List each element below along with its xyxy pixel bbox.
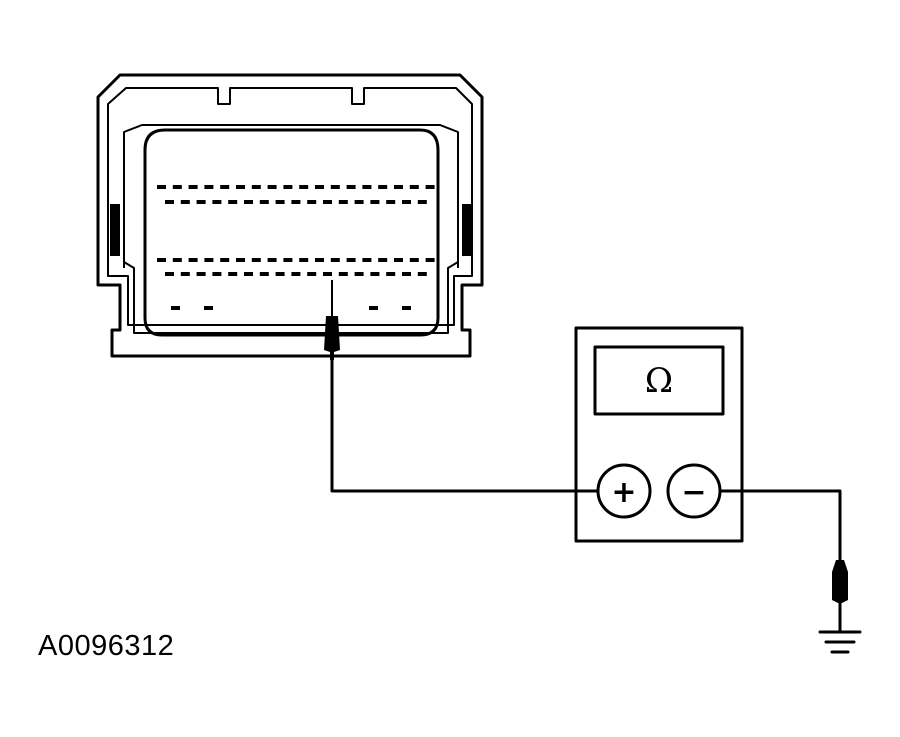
pin-cavity bbox=[196, 200, 206, 204]
pin-cavity bbox=[204, 185, 214, 189]
ohm-symbol: Ω bbox=[645, 361, 673, 401]
pin-cavity bbox=[315, 258, 324, 262]
ground-icon bbox=[818, 630, 862, 654]
pin-cavity bbox=[212, 200, 222, 204]
pin-cavity bbox=[275, 200, 285, 204]
pin-cavity bbox=[323, 200, 332, 204]
pin-cavity bbox=[171, 306, 180, 310]
pin-cavity bbox=[180, 272, 190, 276]
ground-probe-icon bbox=[832, 560, 848, 634]
pin-cavity bbox=[394, 185, 403, 189]
connector-icon bbox=[96, 73, 484, 358]
pin-cavity bbox=[196, 272, 206, 276]
pin-cavity bbox=[425, 258, 435, 262]
pin-cavity bbox=[291, 272, 301, 276]
pin-cavity bbox=[307, 272, 317, 276]
pin-cavity bbox=[378, 185, 388, 189]
pin-cavity bbox=[370, 200, 380, 204]
pin-cavity bbox=[267, 185, 277, 189]
pin-cavity bbox=[346, 185, 356, 189]
pin-cavity bbox=[157, 258, 166, 262]
pin-cavity bbox=[402, 200, 411, 204]
pin-cavity bbox=[275, 272, 285, 276]
positive-terminal bbox=[596, 463, 652, 519]
positive-terminal-label: + bbox=[611, 475, 636, 510]
pin-cavity bbox=[251, 185, 261, 189]
pin-cavity bbox=[283, 185, 293, 189]
test-probe-icon bbox=[324, 280, 340, 360]
pin-cavity bbox=[172, 258, 182, 262]
pin-cavity bbox=[259, 272, 269, 276]
pin-cavity bbox=[315, 185, 324, 189]
pin-cavity bbox=[299, 258, 309, 262]
pin-cavity bbox=[386, 272, 396, 276]
pin-cavity bbox=[283, 258, 293, 262]
ohmmeter: Ω + − bbox=[574, 326, 744, 543]
pin-cavity bbox=[165, 200, 174, 204]
pin-cavity bbox=[180, 200, 190, 204]
pin-cavity bbox=[165, 272, 174, 276]
pin-cavity bbox=[378, 258, 388, 262]
pin-cavity bbox=[236, 258, 245, 262]
pin-cavity bbox=[172, 185, 182, 189]
pin-cavity bbox=[409, 258, 419, 262]
meter-body bbox=[574, 326, 744, 543]
pin-cavity bbox=[402, 306, 411, 310]
pin-cavity bbox=[244, 200, 253, 204]
pin-cavity bbox=[204, 306, 213, 310]
pin-cavity bbox=[220, 185, 230, 189]
pin-cavity bbox=[251, 258, 261, 262]
pin-cavity bbox=[369, 306, 378, 310]
meter-display bbox=[593, 345, 725, 416]
pin-cavity bbox=[338, 272, 348, 276]
pin-cavity bbox=[259, 200, 269, 204]
wire-negative bbox=[718, 489, 842, 562]
pin-cavity bbox=[354, 200, 364, 204]
pin-cavity bbox=[386, 200, 396, 204]
pin-cavity bbox=[338, 200, 348, 204]
pin-cavity bbox=[228, 272, 238, 276]
pin-cavity bbox=[425, 185, 435, 189]
pin-cavity bbox=[204, 258, 214, 262]
pin-cavity bbox=[330, 185, 340, 189]
connector-pins bbox=[157, 185, 435, 310]
pin-cavity bbox=[323, 272, 332, 276]
pin-cavity bbox=[299, 185, 309, 189]
pin-cavity bbox=[236, 185, 245, 189]
figure-id: A0096312 bbox=[38, 630, 175, 662]
pin-cavity bbox=[188, 185, 198, 189]
pin-cavity bbox=[307, 200, 317, 204]
negative-terminal-label: − bbox=[681, 475, 706, 510]
pin-cavity bbox=[244, 272, 253, 276]
pin-cavity bbox=[346, 258, 356, 262]
wire-positive bbox=[330, 358, 600, 493]
pin-cavity bbox=[228, 200, 238, 204]
pin-cavity bbox=[409, 185, 419, 189]
pin-cavity bbox=[330, 258, 340, 262]
pin-cavity bbox=[417, 272, 427, 276]
pin-cavity bbox=[362, 185, 372, 189]
pin-cavity bbox=[212, 272, 222, 276]
pin-cavity bbox=[417, 200, 427, 204]
pin-cavity bbox=[394, 258, 403, 262]
pin-cavity bbox=[220, 258, 230, 262]
pin-cavity bbox=[267, 258, 277, 262]
pin-cavity bbox=[370, 272, 380, 276]
pin-cavity bbox=[157, 185, 166, 189]
pin-cavity bbox=[402, 272, 411, 276]
pin-cavity bbox=[188, 258, 198, 262]
pin-cavity bbox=[291, 200, 301, 204]
pin-cavity bbox=[362, 258, 372, 262]
pin-cavity bbox=[354, 272, 364, 276]
